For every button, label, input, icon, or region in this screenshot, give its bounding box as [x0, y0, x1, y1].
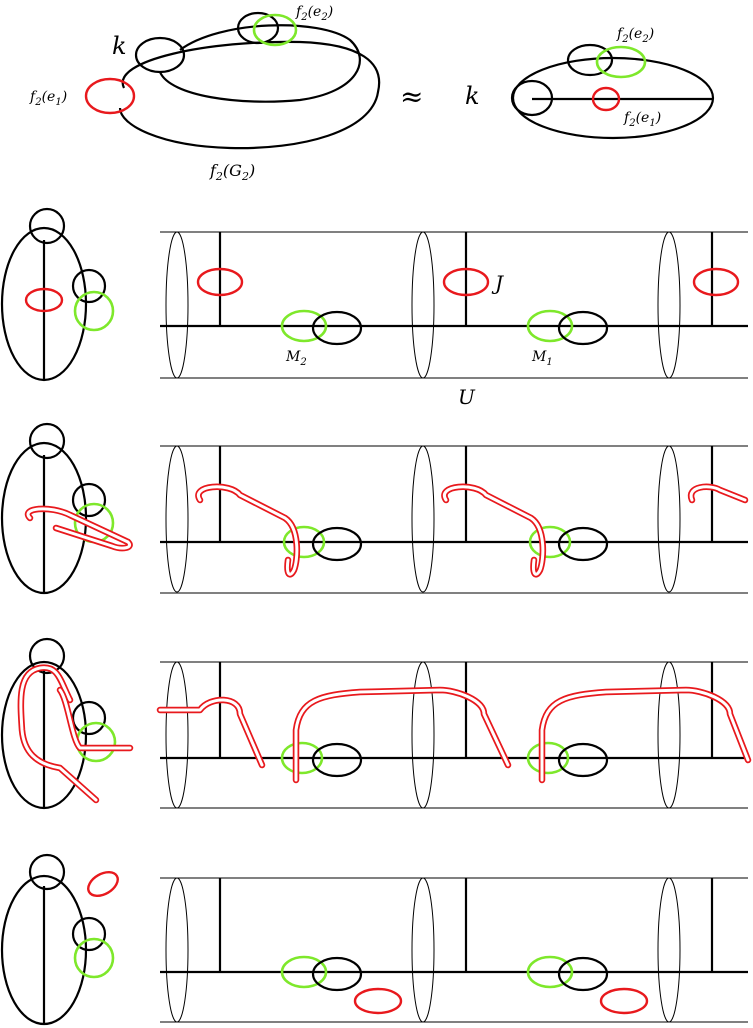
row1-red-J-1	[196, 267, 244, 297]
row4-cylinder	[160, 877, 748, 1023]
row4-red-loop-1	[353, 987, 403, 1015]
row1-left-diagram	[0, 207, 115, 382]
row4-green-loop	[73, 937, 115, 979]
label-J: J	[491, 271, 504, 295]
row1-red-J-2	[442, 267, 490, 297]
row3-cylinder	[156, 661, 752, 809]
row4-top-loop	[28, 853, 66, 891]
top-left-graph	[84, 11, 381, 150]
row1-red-J-3	[692, 267, 740, 297]
row4-green-M1	[526, 955, 574, 989]
row2-black-M2	[311, 526, 363, 562]
row2-red-band-inner	[26, 507, 131, 550]
right-green-loop	[595, 45, 647, 79]
row3-black-loop	[71, 700, 107, 736]
row3-slice-2	[411, 661, 435, 809]
row4-red-loop-2	[599, 987, 649, 1015]
row4-left-diagram	[0, 853, 119, 1026]
label-U: U	[458, 385, 476, 409]
row4-black-M2	[311, 956, 363, 992]
outer-loop-G2	[118, 40, 381, 150]
row1-red-loop	[24, 287, 64, 313]
row1-slice-1	[165, 231, 189, 379]
row2-top-loop	[28, 422, 66, 460]
row2-cylinder	[160, 445, 749, 594]
row2-left-diagram	[0, 422, 133, 595]
row4-black-M1	[557, 956, 609, 992]
row1-black-M1	[557, 310, 609, 346]
row1-black-M2	[311, 310, 363, 346]
right-black-loop	[566, 43, 614, 77]
label-M2: M2	[285, 349, 307, 368]
row2-band-2-inner	[442, 485, 545, 576]
row1-slice-2	[411, 231, 435, 379]
row1-green-loop	[73, 290, 115, 332]
row3-green-loop	[75, 721, 117, 763]
black-loop-top	[236, 11, 280, 45]
row2-band-3-inner	[689, 485, 747, 502]
row3-slice-1	[165, 661, 189, 809]
label-f2e2-left: f2(e2)	[295, 4, 333, 23]
label-k-right: k	[465, 82, 480, 110]
row2-green-M2	[282, 525, 326, 559]
row4-green-M2	[280, 955, 328, 989]
row3-band-3-inner	[540, 688, 750, 782]
row3-band-2-inner	[294, 688, 510, 782]
row3-band-1-inner	[158, 698, 264, 767]
row1-black-loop	[71, 268, 107, 304]
inner-loop	[158, 24, 361, 103]
row2-green-M1	[528, 525, 572, 559]
row1-top-loop	[28, 207, 66, 245]
row2-black-loop	[71, 482, 107, 518]
row4-black-loop	[71, 916, 107, 952]
row1-green-M2	[280, 309, 328, 343]
row3-slice-3	[657, 661, 681, 809]
row3-black-M1	[557, 742, 609, 778]
right-red-loop	[591, 86, 621, 112]
row4-slice-2	[411, 877, 435, 1023]
row3-green-M2	[280, 741, 324, 775]
label-f2e1-right: f2(e1)	[623, 110, 661, 129]
row2-slice-3	[657, 445, 681, 593]
row2-black-M1	[557, 526, 609, 562]
row2-slice-2	[411, 445, 435, 593]
approx-symbol: ≈	[400, 80, 423, 113]
row3-band-3	[538, 686, 752, 784]
row4-slice-1	[165, 877, 189, 1023]
label-f2e1-left: f2(e1)	[29, 89, 67, 108]
label-M1: M1	[531, 349, 553, 368]
right-k-knot	[510, 79, 554, 117]
row1-slice-3	[657, 231, 681, 379]
row4-red-loop	[87, 871, 119, 897]
green-loop-e2	[252, 13, 298, 47]
top-right-graph	[510, 43, 715, 140]
row3-black-M2	[311, 742, 363, 778]
label-f2e2-right: f2(e2)	[616, 26, 654, 45]
k-knot	[134, 36, 186, 74]
label-f2G2: f2(G2)	[209, 161, 255, 183]
row3-left-diagram	[0, 637, 134, 810]
row3-green-M1	[526, 741, 570, 775]
top-left-labels: f2(e2) k f2(e1) f2(G2) ≈	[29, 4, 423, 183]
row3-band-a-inner	[19, 666, 98, 802]
red-loop-e1	[84, 77, 136, 115]
row2-slice-1	[165, 445, 189, 593]
row4-slice-3	[657, 877, 681, 1023]
row1-cylinder	[160, 231, 748, 379]
row3-band-2	[292, 686, 512, 784]
row3-top-loop	[28, 637, 66, 675]
row1-green-M1	[526, 309, 574, 343]
top-right-labels: f2(e2) k f2(e1)	[465, 26, 661, 129]
row1-labels: J M2 M1 U	[285, 271, 553, 409]
row2-band-1-inner	[196, 485, 299, 576]
label-k-left: k	[112, 32, 127, 60]
row3-band-b-inner	[58, 688, 132, 750]
